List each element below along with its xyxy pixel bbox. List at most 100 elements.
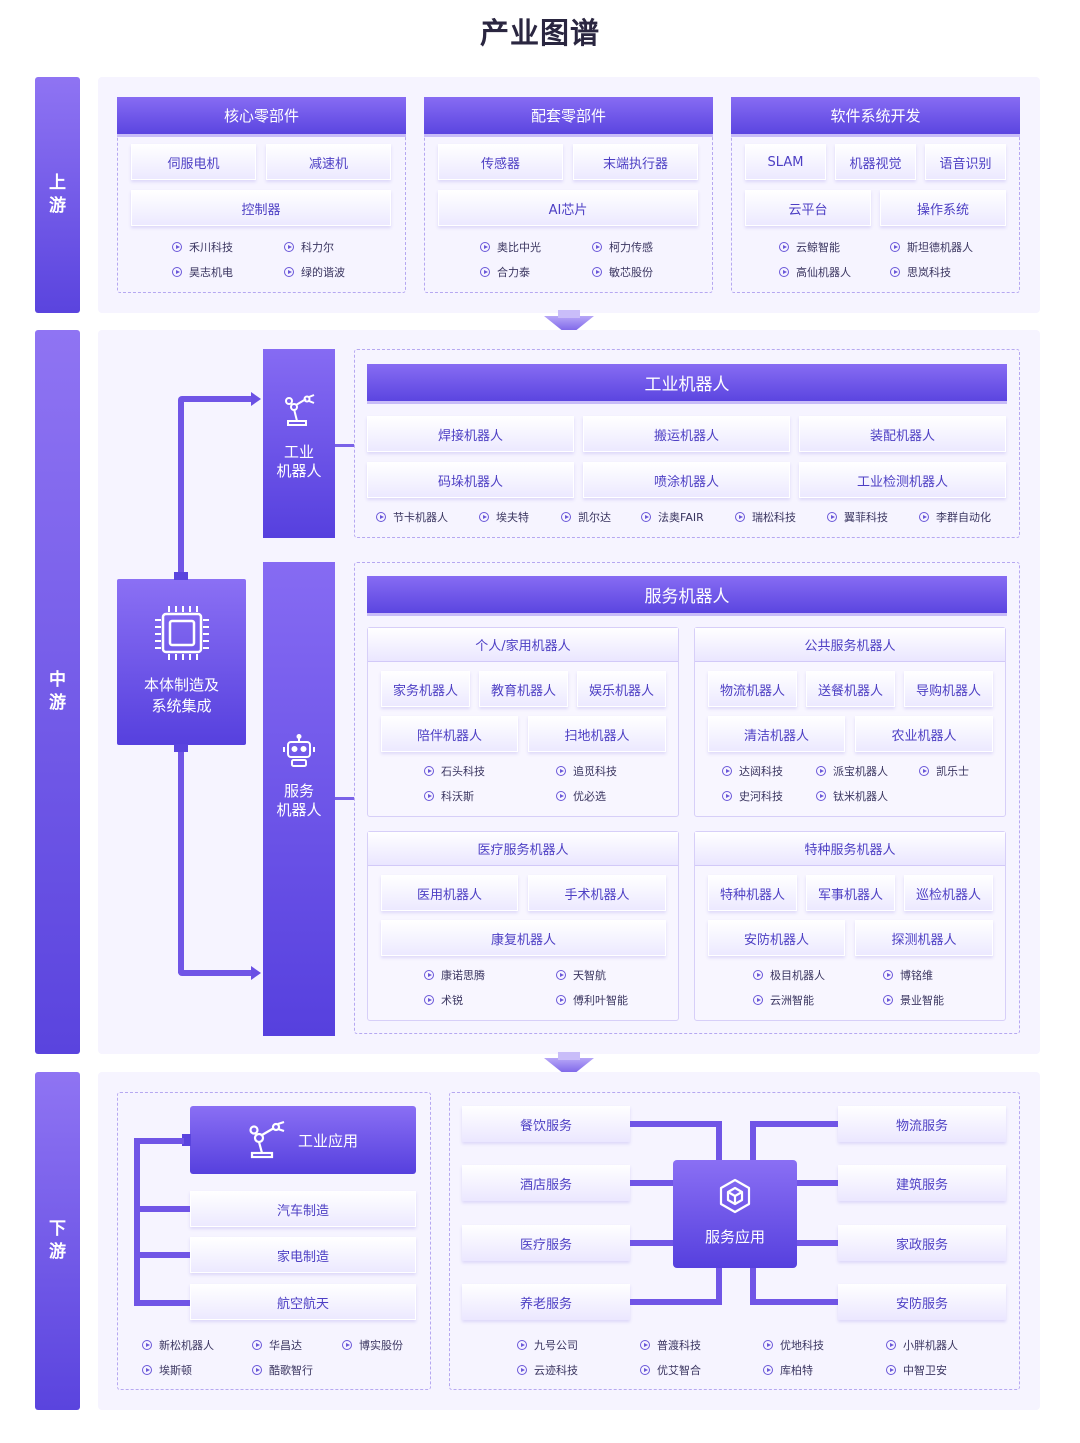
play-bullet-icon: [753, 970, 763, 980]
connector-line: [750, 1121, 756, 1161]
stage-downstream: 下游: [35, 1072, 80, 1410]
play-bullet-icon: [556, 970, 566, 980]
company-item: 斯坦德机器人: [890, 239, 973, 255]
company-item: 新松机器人: [142, 1337, 214, 1353]
company-item: 瑞松科技: [735, 509, 796, 525]
play-bullet-icon: [561, 512, 571, 522]
company-item: 凯尔达: [561, 509, 611, 525]
company-item: 翼菲科技: [827, 509, 888, 525]
connector-line: [335, 797, 354, 800]
connector-line: [335, 444, 354, 447]
industrial-robot-bar-label: 工业 机器人: [276, 443, 322, 480]
play-bullet-icon: [517, 1340, 527, 1350]
arrow-right-icon: [251, 392, 261, 406]
robot-arm-icon: [285, 394, 315, 426]
chip-medical-service: 医疗服务: [462, 1225, 630, 1261]
chip-detection-robot: 探测机器人: [855, 920, 993, 956]
company-item: 博铭维: [883, 967, 933, 983]
industrial-robot-header: 工业机器人: [367, 364, 1007, 401]
connector-line: [630, 1180, 674, 1186]
connector-line: [178, 745, 184, 973]
connector-line: [796, 1240, 840, 1246]
body-manufacturing-box: 本体制造及 系统集成: [117, 579, 246, 745]
play-bullet-icon: [252, 1365, 262, 1375]
connector-cap: [174, 572, 188, 580]
chip-operating-system: 操作系统: [880, 190, 1006, 226]
play-bullet-icon: [424, 766, 434, 776]
play-bullet-icon: [722, 791, 732, 801]
robot-arm-icon: [249, 1120, 285, 1159]
supporting-components-header: 配套零部件: [424, 97, 713, 134]
chip-sensor: 传感器: [438, 144, 563, 180]
service-robot-group: [354, 562, 1020, 1034]
service-application-hub: 服务应用: [673, 1160, 797, 1268]
play-bullet-icon: [172, 242, 182, 252]
flow-down-arrow-icon: [544, 310, 594, 336]
play-bullet-icon: [342, 1340, 352, 1350]
company-item: 史河科技: [722, 788, 783, 804]
connector-line: [178, 970, 252, 976]
chip-construction-service: 建筑服务: [838, 1165, 1006, 1201]
chip-patrol-robot: 巡检机器人: [904, 875, 993, 911]
industrial-robot-bar: 工业 机器人: [263, 349, 335, 538]
connector-line: [796, 1180, 840, 1186]
chip-cleaning-robot: 清洁机器人: [708, 716, 845, 752]
connector-line: [630, 1121, 722, 1127]
software-header: 软件系统开发: [731, 97, 1020, 134]
connector-line: [134, 1252, 190, 1258]
personal-robot-header: 个人/家用机器人: [368, 628, 678, 662]
arrow-right-icon: [251, 966, 261, 980]
company-item: 优艾智合: [640, 1362, 701, 1378]
connector-line: [750, 1299, 840, 1305]
play-bullet-icon: [890, 242, 900, 252]
chip-entertainment-robot: 娱乐机器人: [577, 671, 666, 707]
chip-speech-recognition: 语音识别: [925, 144, 1006, 180]
flow-down-arrow-icon: [544, 1052, 594, 1078]
play-bullet-icon: [779, 242, 789, 252]
company-item: 中智卫安: [886, 1362, 947, 1378]
chip-rehab-robot: 康复机器人: [381, 920, 666, 956]
play-bullet-icon: [252, 1340, 262, 1350]
company-item: 云迹科技: [517, 1362, 578, 1378]
service-robot-bar: 服务 机器人: [263, 562, 335, 1036]
connector-line: [630, 1240, 674, 1246]
play-bullet-icon: [172, 267, 182, 277]
chip-icon: [155, 606, 209, 660]
company-item: 术锐: [424, 992, 463, 1008]
play-bullet-icon: [480, 267, 490, 277]
play-bullet-icon: [763, 1340, 773, 1350]
chip-machine-vision: 机器视觉: [835, 144, 916, 180]
cube-icon: [719, 1178, 751, 1214]
chip-delivery-robot: 送餐机器人: [806, 671, 895, 707]
company-item: 思岚科技: [890, 264, 951, 280]
connector-line: [750, 1267, 756, 1305]
play-bullet-icon: [883, 995, 893, 1005]
chip-catering-service: 餐饮服务: [462, 1106, 630, 1142]
chip-welding-robot: 焊接机器人: [367, 416, 574, 452]
service-robot-header: 服务机器人: [367, 576, 1007, 613]
connector-line: [134, 1138, 140, 1306]
play-bullet-icon: [424, 995, 434, 1005]
company-item: 埃斯顿: [142, 1362, 192, 1378]
play-bullet-icon: [883, 970, 893, 980]
chip-ai-chip: AI芯片: [438, 190, 698, 226]
chip-education-robot: 教育机器人: [479, 671, 568, 707]
play-bullet-icon: [424, 970, 434, 980]
company-item: 普渡科技: [640, 1337, 701, 1353]
chip-aerospace: 航空航天: [190, 1284, 416, 1320]
chip-military-robot: 军事机器人: [806, 875, 895, 911]
company-item: 昊志机电: [172, 264, 233, 280]
play-bullet-icon: [641, 512, 651, 522]
company-item: 九号公司: [517, 1337, 578, 1353]
connector-line: [716, 1121, 722, 1161]
play-bullet-icon: [142, 1365, 152, 1375]
connector-line: [178, 396, 252, 402]
play-bullet-icon: [592, 267, 602, 277]
company-item: 天智航: [556, 967, 606, 983]
chip-appliance: 家电制造: [190, 1237, 416, 1273]
connector-cap: [182, 1134, 191, 1146]
play-bullet-icon: [556, 995, 566, 1005]
chip-hotel-service: 酒店服务: [462, 1165, 630, 1201]
play-bullet-icon: [763, 1365, 773, 1375]
chip-logistics-service: 物流服务: [838, 1106, 1006, 1142]
